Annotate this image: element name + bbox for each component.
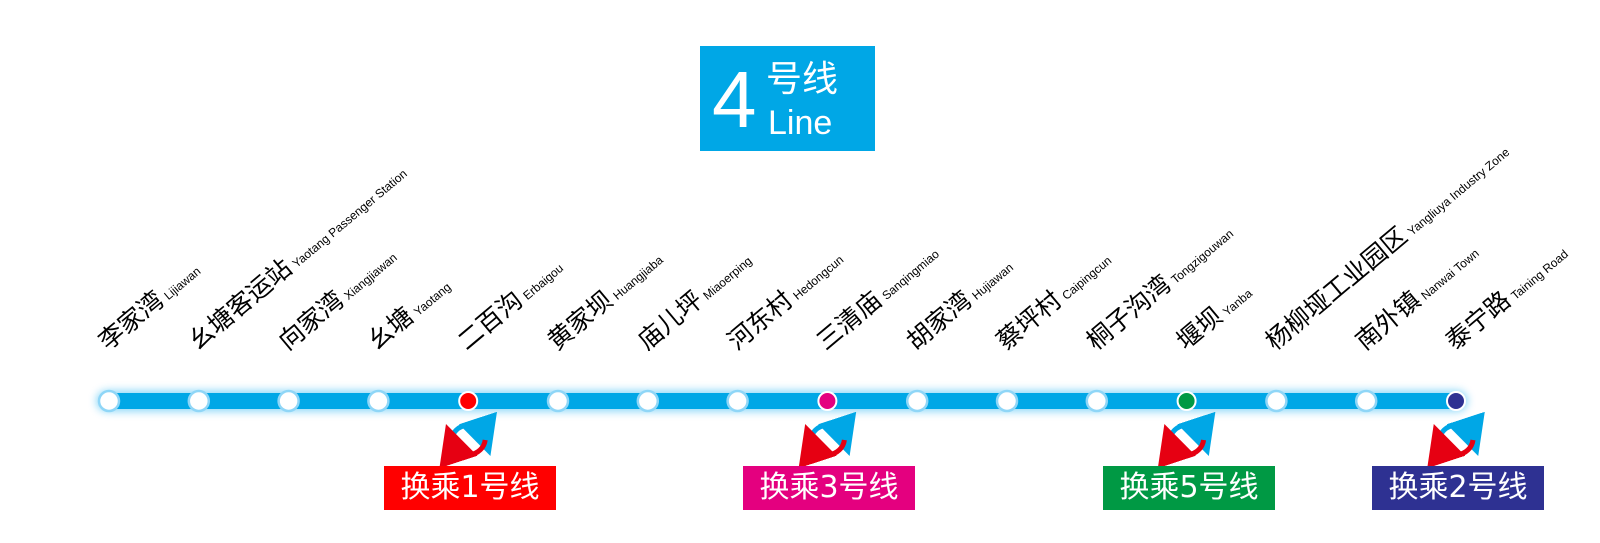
transfer-arrows-icon: [798, 411, 857, 469]
transfer-label: 换乘1号线: [384, 466, 556, 510]
station-dot-icon: [817, 391, 838, 411]
station-dot-icon: [1085, 389, 1109, 413]
transfer-label: 换乘5号线: [1103, 466, 1275, 510]
line-name-cn: 号线: [766, 59, 839, 100]
station-dot-icon: [187, 389, 211, 413]
station-dot-icon: [367, 389, 390, 413]
transfer-arrows-icon: [439, 411, 497, 469]
line-bar: [100, 393, 1464, 409]
station-dot-icon: [1176, 391, 1197, 411]
station-dot-icon: [1265, 389, 1288, 413]
station-dot-icon: [277, 389, 300, 413]
station-dot-icon: [458, 391, 479, 411]
station-dot-icon: [726, 389, 749, 413]
line-name-en: Line: [768, 104, 833, 142]
transfer-arrows-icon: [1427, 411, 1485, 469]
transfer-arrows-icon: [1157, 411, 1216, 469]
transfer-label: 换乘3号线: [743, 466, 915, 510]
line-badge: 4 号线 Line: [700, 46, 875, 151]
line-number: 4: [712, 55, 757, 144]
station-dot-icon: [995, 389, 1019, 413]
station-dot-icon: [1446, 391, 1466, 411]
transfer-label: 换乘2号线: [1372, 466, 1544, 510]
station-dot-icon: [905, 389, 929, 413]
station-dot-icon: [636, 389, 660, 413]
station-dot-icon: [1354, 389, 1378, 413]
station-dot-icon: [546, 389, 570, 413]
station-dot-icon: [97, 389, 121, 413]
